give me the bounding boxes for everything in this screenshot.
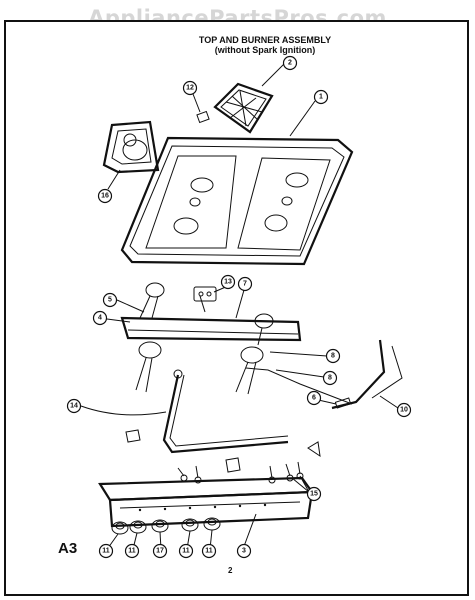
diagram-title: TOP AND BURNER ASSEMBLY (without Spark I… <box>180 35 350 55</box>
callout-label: 1 <box>319 94 323 101</box>
callout-label: 6 <box>312 395 316 402</box>
callout-label: 15 <box>310 491 318 498</box>
callout-label: 11 <box>205 548 213 555</box>
small-clip <box>196 110 210 124</box>
callout-14: 14 <box>66 398 82 414</box>
ignition-tubes <box>245 339 403 410</box>
callout-label: 7 <box>243 281 247 288</box>
callout-label: 12 <box>186 85 194 92</box>
callout-10: 10 <box>396 402 412 418</box>
callout-11-c: 11 <box>178 543 194 559</box>
callout-11-d: 11 <box>201 543 217 559</box>
burner-manifold-assembly <box>120 282 302 395</box>
callout-1: 1 <box>313 89 329 105</box>
callout-label: 17 <box>156 548 164 555</box>
callout-label: 3 <box>242 548 246 555</box>
callout-label: 16 <box>101 193 109 200</box>
callout-12: 12 <box>182 80 198 96</box>
callout-5: 5 <box>102 292 118 308</box>
callout-4: 4 <box>92 310 108 326</box>
callout-15: 15 <box>306 486 322 502</box>
callout-label: 4 <box>98 315 102 322</box>
gas-tube <box>162 369 289 454</box>
callout-label: 11 <box>128 548 136 555</box>
leader-lines <box>80 62 399 550</box>
callout-label: 8 <box>328 375 332 382</box>
callout-13: 13 <box>220 274 236 290</box>
callout-6: 6 <box>306 390 322 406</box>
callout-8-lower: 8 <box>322 370 338 386</box>
callout-3: 3 <box>236 543 252 559</box>
callout-label: 11 <box>102 548 110 555</box>
callout-11-b: 11 <box>124 543 140 559</box>
burner-grate <box>213 82 274 134</box>
callout-label: 8 <box>331 353 335 360</box>
title-line-2: (without Spark Ignition) <box>214 45 316 55</box>
control-panel <box>98 476 315 528</box>
callout-2: 2 <box>282 55 298 71</box>
callout-label: 10 <box>400 407 408 414</box>
page-code: A3 <box>58 540 78 557</box>
callout-label: 2 <box>288 60 292 67</box>
callout-11-a: 11 <box>98 543 114 559</box>
diagram-sheet <box>4 20 469 596</box>
callout-label: 5 <box>108 297 112 304</box>
callout-16: 16 <box>97 188 113 204</box>
cooktop-top <box>120 136 354 266</box>
callout-7: 7 <box>237 276 253 292</box>
panel-dots <box>138 503 267 512</box>
drip-tray <box>102 120 160 174</box>
mounting-brackets <box>125 429 321 473</box>
callout-label: 13 <box>224 279 232 286</box>
callout-17: 17 <box>152 543 168 559</box>
callout-label: 11 <box>182 548 190 555</box>
callout-8-upper: 8 <box>325 348 341 364</box>
title-line-1: TOP AND BURNER ASSEMBLY <box>198 35 332 45</box>
page-number: 2 <box>228 566 233 575</box>
callout-label: 14 <box>70 403 78 410</box>
